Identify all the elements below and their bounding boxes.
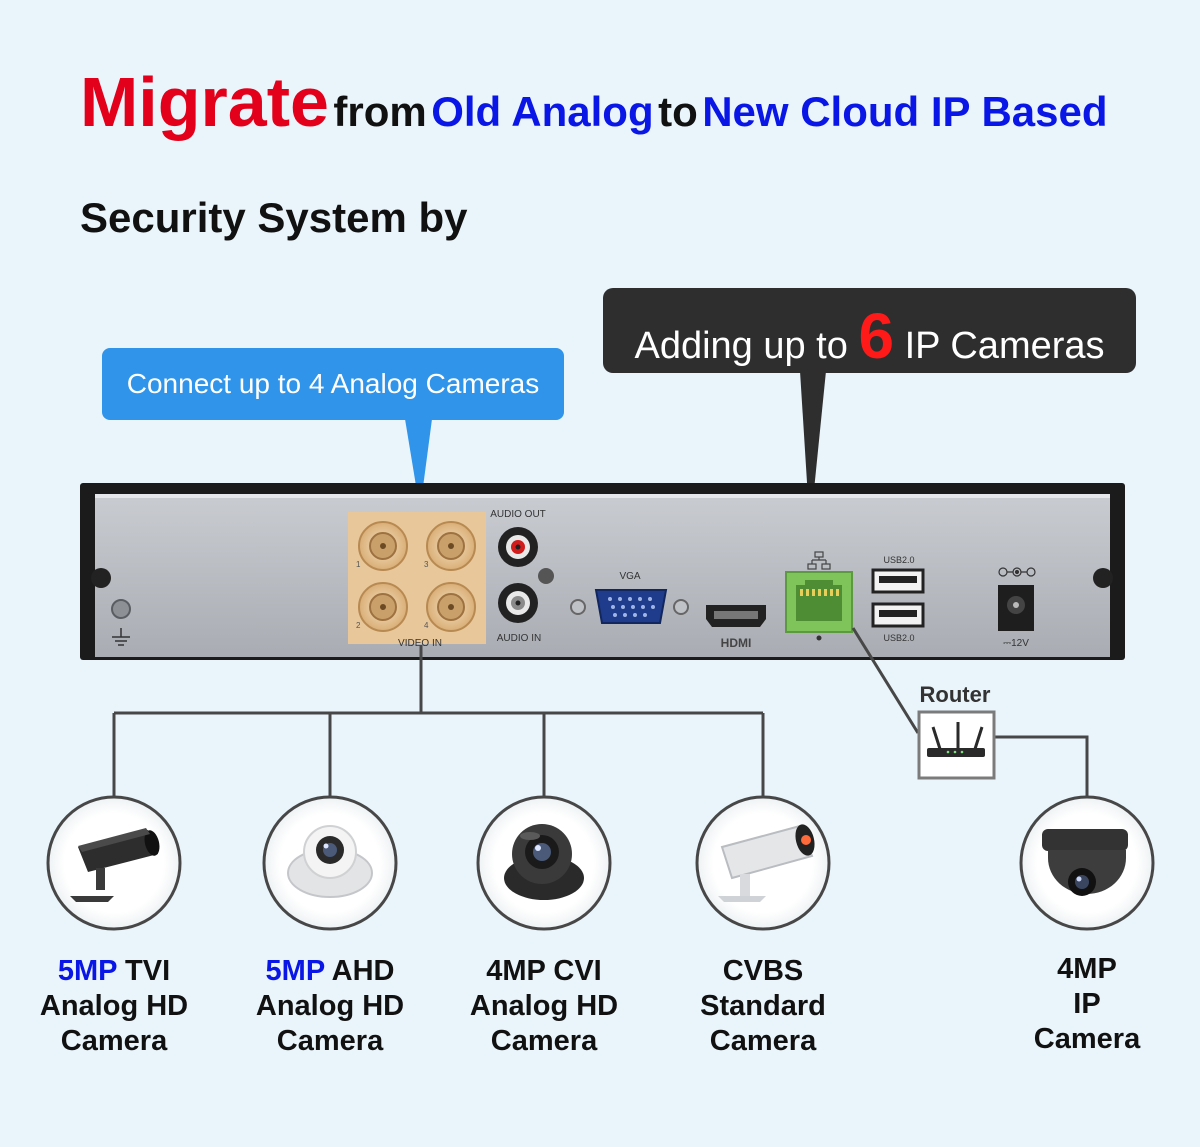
bnc-number: 4: [424, 621, 429, 630]
router-icon: [927, 722, 985, 757]
audio-in-label: AUDIO IN: [497, 633, 541, 644]
camera-circle: [46, 795, 182, 931]
caption-line: Camera: [1033, 1023, 1141, 1055]
caption-highlight: 5MP: [57, 955, 117, 987]
caption-line: Standard: [700, 990, 826, 1022]
camera-caption-tvi: 5MP TVI Analog HD Camera: [14, 954, 214, 1059]
headline: Migrate from Old Analog to New Cloud IP …: [80, 62, 1108, 142]
audio-out-label: AUDIO OUT: [490, 509, 546, 520]
analog-callout: [102, 348, 564, 420]
caption-line: 4MP: [1057, 953, 1117, 985]
ip-callout-suffix: IP Cameras: [904, 325, 1105, 367]
vga-port-icon: [594, 589, 668, 624]
camera-circle: [695, 795, 831, 931]
usb-port-icon: [871, 568, 925, 594]
camera-circle: [262, 795, 398, 931]
bullet-camera-dark-icon: [70, 828, 160, 902]
router-label: Router: [919, 682, 991, 707]
polarity-symbol-icon: [998, 567, 1036, 577]
video-in-label: VIDEO IN: [398, 638, 442, 649]
ip-wiring: [851, 627, 1089, 797]
caption-line: Analog HD: [255, 990, 405, 1022]
usb-port-icon: [871, 602, 925, 628]
ip-dome-camera-icon: [1042, 829, 1128, 896]
bnc-connector-icon: [358, 582, 408, 632]
caption-line: AHD: [331, 955, 395, 987]
headline-new-cloud: New Cloud IP Based: [702, 88, 1108, 135]
ethernet-symbol-icon: [807, 551, 831, 570]
analog-wiring: [112, 645, 765, 797]
dome-camera-black-icon: [504, 824, 584, 900]
caption-line: Camera: [709, 1025, 817, 1057]
caption-line: 4MP CVI: [486, 955, 602, 987]
audio-out-jack-icon: [498, 527, 538, 567]
caption-line: Camera: [60, 1025, 168, 1057]
bullet-camera-white-icon: [718, 824, 815, 902]
camera-caption-ahd: 5MP AHD Analog HD Camera: [230, 954, 430, 1059]
ethernet-port-icon: [785, 571, 853, 641]
ip-callout-pointer: [800, 371, 826, 530]
analog-callout-pointer: [405, 419, 432, 510]
headline-migrate: Migrate: [80, 63, 329, 141]
dvr-back-panel: 1 3 2 4 VIDEO IN AUDIO OUT AUDIO IN VGA: [80, 483, 1125, 660]
dc-power-jack-icon: [998, 585, 1034, 631]
caption-highlight: 5MP: [265, 955, 325, 987]
usb-bottom-label: USB2.0: [883, 633, 914, 643]
screw-left-icon: [91, 568, 111, 588]
headline-from: from: [333, 88, 427, 135]
camera-caption-cvi: 4MP CVI Analog HD Camera: [444, 954, 644, 1059]
dome-camera-white-icon: [287, 825, 373, 898]
bnc-number: 2: [356, 621, 361, 630]
screw-icon: [538, 568, 554, 584]
caption-line: Camera: [490, 1025, 598, 1057]
hdmi-label: HDMI: [721, 636, 752, 650]
bnc-connector-icon: [358, 521, 408, 571]
vga-label: VGA: [619, 571, 640, 582]
caption-line: CVBS: [722, 955, 804, 987]
analog-callout-text: Connect up to 4 Analog Cameras: [126, 368, 540, 399]
ip-callout-count: 6: [858, 300, 895, 372]
ip-callout: [603, 288, 1136, 373]
usb-top-label: USB2.0: [883, 555, 914, 565]
ground-symbol-icon: [112, 628, 130, 646]
camera-circle: [1019, 795, 1155, 931]
screw-right-icon: [1093, 568, 1113, 588]
caption-line: Analog HD: [469, 990, 619, 1022]
hdmi-port-icon: [706, 605, 766, 627]
camera-caption-cvbs: CVBS Standard Camera: [663, 954, 863, 1059]
bnc-connector-icon: [426, 521, 476, 571]
audio-in-jack-icon: [498, 583, 538, 623]
headline-to: to: [658, 88, 698, 135]
bnc-number: 1: [356, 560, 361, 569]
camera-caption-ip: 4MP IP Camera: [987, 952, 1187, 1057]
subheadline: Security System by: [80, 194, 468, 241]
ground-screw-icon: [111, 599, 131, 619]
caption-line: Analog HD: [39, 990, 189, 1022]
bnc-connector-icon: [426, 582, 476, 632]
power-label: ⎓12V: [1003, 638, 1029, 649]
ip-callout-text: Adding up to 6 IP Cameras: [603, 288, 1136, 373]
router-box: [917, 710, 996, 780]
headline-old-analog: Old Analog: [431, 88, 654, 135]
bnc-number: 3: [424, 560, 429, 569]
camera-circle: [476, 795, 612, 931]
caption-line: Camera: [276, 1025, 384, 1057]
ip-callout-prefix: Adding up to: [634, 325, 848, 367]
caption-line: IP: [1073, 988, 1101, 1020]
caption-line: TVI: [125, 955, 171, 987]
